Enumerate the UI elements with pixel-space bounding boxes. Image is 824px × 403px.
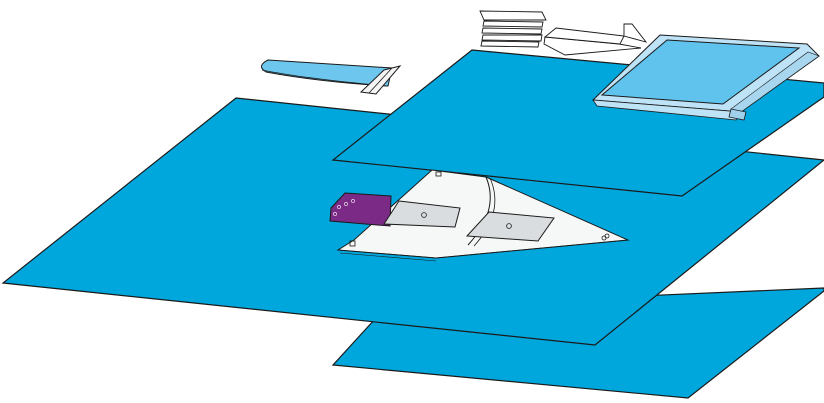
gray-pad-right xyxy=(465,211,555,242)
gauze-stack xyxy=(479,10,547,48)
tube-holder xyxy=(261,59,402,95)
purple-adhesive-pad xyxy=(329,192,392,227)
fenestrated-insert xyxy=(336,169,630,262)
scissors-icon xyxy=(601,233,610,241)
instrument-tray xyxy=(591,34,820,121)
adhesive-strip xyxy=(543,23,648,56)
